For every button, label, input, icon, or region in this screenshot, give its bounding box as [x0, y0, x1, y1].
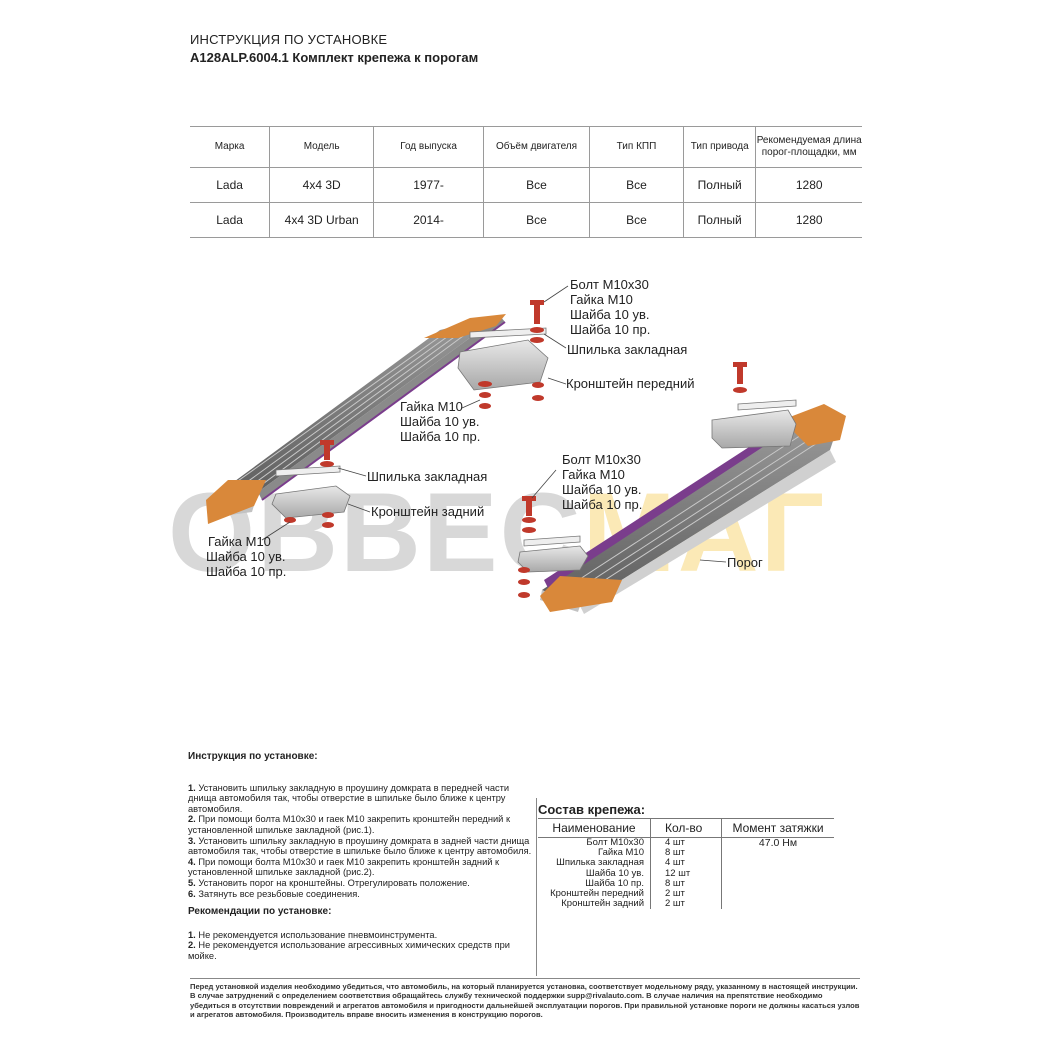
label-right-nut: Гайка М10 — [562, 467, 625, 482]
cell: Все — [482, 167, 590, 203]
label-front-lower-nut: Гайка М10 — [400, 399, 463, 414]
step: 5. Установить порог на кронштейны. Отрег… — [188, 877, 470, 888]
stud-front — [737, 399, 797, 411]
installation-instructions: Инструкция по установке: 1. Установить ш… — [188, 751, 533, 962]
right-threshold — [517, 362, 846, 614]
label-front-stud: Шпилька закладная — [567, 342, 687, 357]
left-threshold — [206, 285, 569, 541]
end-cap-rear — [540, 576, 622, 612]
label-threshold: Порог — [727, 555, 763, 570]
recommendation: 1. Не рекомендуется использование пневмо… — [188, 929, 438, 940]
cell: Полный — [682, 167, 756, 203]
label-rear-washer-big: Шайба 10 ув. — [206, 549, 286, 564]
col-make: Марка — [190, 126, 270, 168]
col-length: Рекомендуемая длина порог-площадки, мм — [755, 126, 862, 168]
stud-rear — [523, 535, 581, 547]
bracket-rear — [517, 545, 589, 573]
cell: Все — [482, 202, 590, 238]
label-rear-nut: Гайка М10 — [208, 534, 271, 549]
cell: 4x4 3D — [269, 167, 374, 203]
cell: Все — [589, 167, 684, 203]
col-drive: Тип привода — [682, 126, 756, 168]
kit-table: Наименование Кол-во Момент затяжки Болт … — [538, 818, 834, 910]
table-row: Lada 4x4 3D Urban 2014- Все Все Полный 1… — [190, 202, 862, 238]
bracket-front — [457, 339, 549, 391]
column-divider — [536, 798, 537, 976]
step: 6. Затянуть все резьбовые соединения. — [188, 888, 360, 899]
kit-col-torque: Момент затяжки — [721, 818, 834, 838]
doc-heading: ИНСТРУКЦИЯ ПО УСТАНОВКЕ — [190, 32, 388, 47]
label-right-bolt: Болт М10х30 — [562, 452, 641, 467]
label-front-lower-washer-spring: Шайба 10 пр. — [400, 429, 480, 444]
label-front-washer-spring: Шайба 10 пр. — [570, 322, 650, 337]
kit-col-name: Наименование — [538, 818, 651, 838]
label-rear-bracket: Кронштейн задний — [371, 504, 484, 519]
step: 3. Установить шпильку закладную в проуши… — [188, 835, 532, 857]
vehicle-table: Марка Модель Год выпуска Объём двигателя… — [190, 126, 862, 238]
label-front-bracket: Кронштейн передний — [566, 376, 694, 391]
col-model: Модель — [269, 126, 374, 168]
end-cap-front — [424, 314, 506, 338]
bracket-rear — [271, 485, 351, 519]
label-front-bolt: Болт М10х30 — [570, 277, 649, 292]
label-right-washer-big: Шайба 10 ув. — [562, 482, 642, 497]
label-front-lower-washer-big: Шайба 10 ув. — [400, 414, 480, 429]
cell: Все — [589, 202, 684, 238]
step: 4. При помощи болта М10х30 и гаек М10 за… — [188, 856, 500, 878]
bolt — [534, 302, 540, 324]
table-row: Lada 4x4 3D 1977- Все Все Полный 1280 — [190, 167, 862, 203]
table-row: Шайба 10 пр.8 шт — [538, 878, 834, 889]
doc-title: A128ALP.6004.1 Комплект крепежа к порога… — [190, 50, 479, 65]
instructions-title: Инструкция по установке: — [188, 751, 318, 762]
label-front-nut: Гайка М10 — [570, 292, 633, 307]
label-rear-stud: Шпилька закладная — [367, 469, 487, 484]
cell: 1280 — [755, 167, 862, 203]
cell: 2014- — [373, 202, 484, 238]
end-cap-rear — [206, 480, 266, 524]
step: 1. Установить шпильку закладную в проуши… — [188, 782, 510, 814]
cell: 4x4 3D Urban — [269, 202, 374, 238]
stud-front — [469, 327, 547, 339]
label-right-washer-spring: Шайба 10 пр. — [562, 497, 642, 512]
label-front-washer-big: Шайба 10 ув. — [570, 307, 650, 322]
vehicle-table-header: Марка Модель Год выпуска Объём двигателя… — [190, 126, 862, 168]
col-year: Год выпуска — [373, 126, 484, 168]
cell: 1977- — [373, 167, 484, 203]
end-cap-front — [782, 404, 846, 446]
installation-diagram: Болт М10х30 Гайка М10 Шайба 10 ув. Шайба… — [206, 277, 846, 614]
cell: Lada — [190, 202, 270, 238]
recommendation: 2. Не рекомендуется использование агресс… — [188, 940, 510, 961]
cell: Lada — [190, 167, 270, 203]
recommendations-title: Рекомендации по установке: — [188, 906, 332, 918]
footer-disclaimer: Перед установкой изделия необходимо убед… — [190, 978, 860, 1020]
col-gearbox: Тип КПП — [589, 126, 684, 168]
kit-title: Состав крепежа: — [538, 802, 646, 817]
stud-rear — [275, 465, 341, 477]
step: 2. При помощи болта М10х30 и гаек М10 за… — [188, 814, 511, 835]
col-engine: Объём двигателя — [482, 126, 590, 168]
kit-col-qty: Кол-во — [650, 818, 722, 838]
label-rear-washer-spring: Шайба 10 пр. — [206, 564, 286, 579]
cell: 1280 — [755, 202, 862, 238]
diagram-labels: Болт М10х30 Гайка М10 Шайба 10 ув. Шайба… — [206, 277, 763, 579]
cell: Полный — [682, 202, 756, 238]
table-row: Шайба 10 ув.12 шт — [538, 868, 834, 879]
bracket-front — [711, 409, 797, 449]
